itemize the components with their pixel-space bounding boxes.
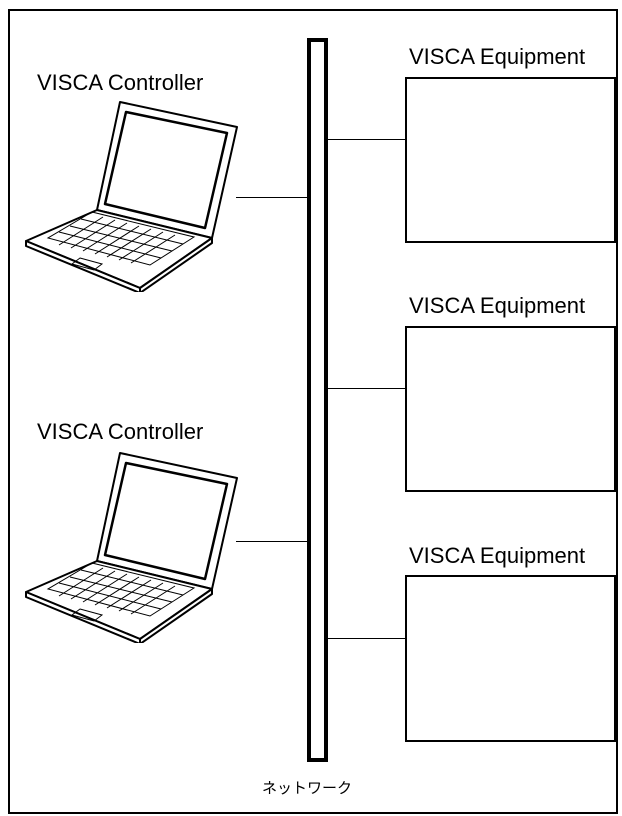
equipment-label-3: VISCA Equipment bbox=[409, 543, 586, 568]
laptop-icon bbox=[25, 452, 238, 643]
equipment-link-2 bbox=[328, 388, 405, 390]
network-label: ネットワーク bbox=[262, 779, 353, 797]
equipment-box-3 bbox=[405, 575, 616, 742]
equipment-link-3 bbox=[328, 638, 405, 640]
controller-label-1: VISCA Controller bbox=[37, 70, 204, 95]
controller-link-2 bbox=[236, 541, 307, 543]
controller-link-1 bbox=[236, 197, 307, 199]
controller-label-2: VISCA Controller bbox=[37, 419, 204, 444]
equipment-box-1 bbox=[405, 77, 616, 243]
equipment-label-1: VISCA Equipment bbox=[409, 44, 586, 69]
equipment-label-2: VISCA Equipment bbox=[409, 293, 586, 318]
diagram-frame bbox=[8, 9, 618, 814]
network-bus bbox=[307, 38, 328, 762]
equipment-link-1 bbox=[328, 139, 405, 141]
laptop-icon bbox=[25, 101, 238, 292]
equipment-box-2 bbox=[405, 326, 616, 492]
